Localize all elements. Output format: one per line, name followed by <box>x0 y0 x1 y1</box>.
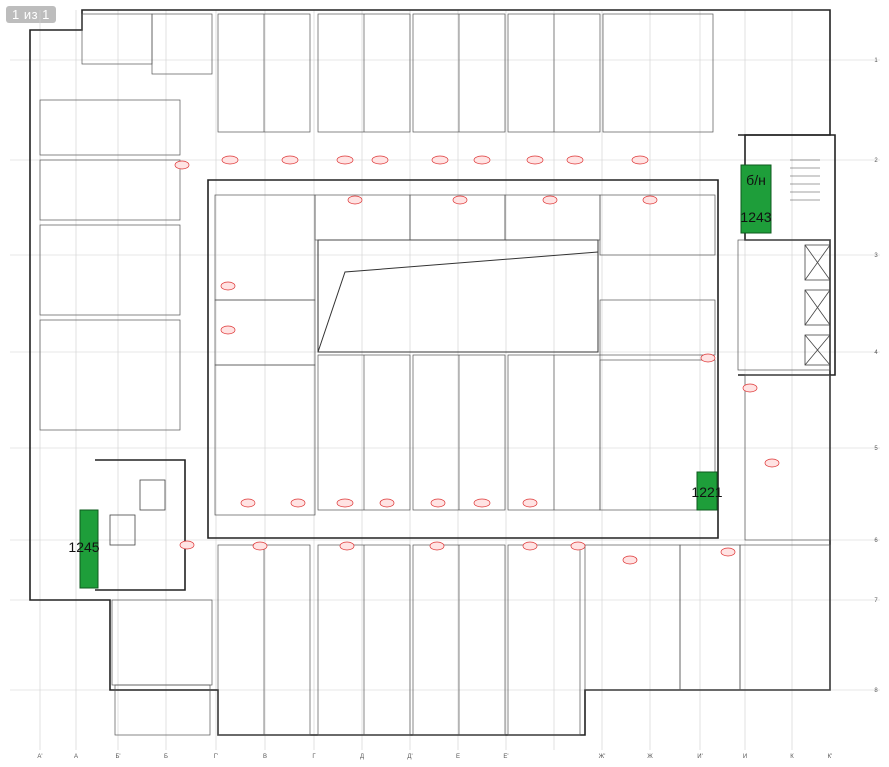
axis-col-15: К <box>790 754 794 760</box>
axis-col-7: Д <box>360 754 364 760</box>
staircase <box>790 159 820 201</box>
axis-row-5: 6 <box>874 538 878 544</box>
unit-1221[interactable]: 1221 <box>691 471 723 511</box>
axis-row-2: 3 <box>874 253 878 259</box>
axis-col-0: А' <box>37 754 42 760</box>
unit-1243[interactable]: б/н 1243 <box>740 164 772 234</box>
axis-col-8: Д' <box>407 754 412 760</box>
axis-col-10: Е' <box>503 754 508 760</box>
unit-1221-label: 1221 <box>691 484 722 500</box>
axis-col-5: В <box>263 754 267 760</box>
axis-col-2: Б' <box>115 754 120 760</box>
axis-col-11: Ж' <box>599 754 606 760</box>
axis-row-1: 2 <box>874 158 878 164</box>
elevator-shafts <box>109 244 831 546</box>
room-partitions <box>39 13 831 736</box>
row-axis-labels: 1 2 3 4 5 6 7 8 <box>874 58 878 694</box>
column-axis-labels: А' А Б' Б Г' В Г Д Д' Е Е' Ж' Ж И' И К К… <box>37 754 832 760</box>
axis-row-4: 5 <box>874 446 878 452</box>
axis-row-0: 1 <box>874 58 878 64</box>
unit-1243-label: 1243 <box>740 209 771 225</box>
unit-1245-label: 1245 <box>68 539 99 555</box>
axis-col-4: Г' <box>214 754 218 760</box>
unit-1245[interactable]: 1245 <box>68 509 100 589</box>
axis-col-14: И <box>743 754 747 760</box>
axis-col-9: Е <box>456 754 460 760</box>
axis-col-3: Б <box>164 754 168 760</box>
axis-row-3: 4 <box>874 350 878 356</box>
axis-row-6: 7 <box>874 598 878 604</box>
building-outline <box>29 9 836 736</box>
axis-row-7: 8 <box>874 688 878 694</box>
axis-col-1: А <box>74 754 78 760</box>
grid-lines <box>10 10 880 750</box>
axis-col-6: Г <box>312 754 316 760</box>
axis-col-13: И' <box>697 754 702 760</box>
unit-1243-sub-label: б/н <box>746 172 766 188</box>
axis-col-12: Ж <box>647 754 653 760</box>
room-markers <box>174 155 780 565</box>
axis-col-16: К' <box>828 754 833 760</box>
